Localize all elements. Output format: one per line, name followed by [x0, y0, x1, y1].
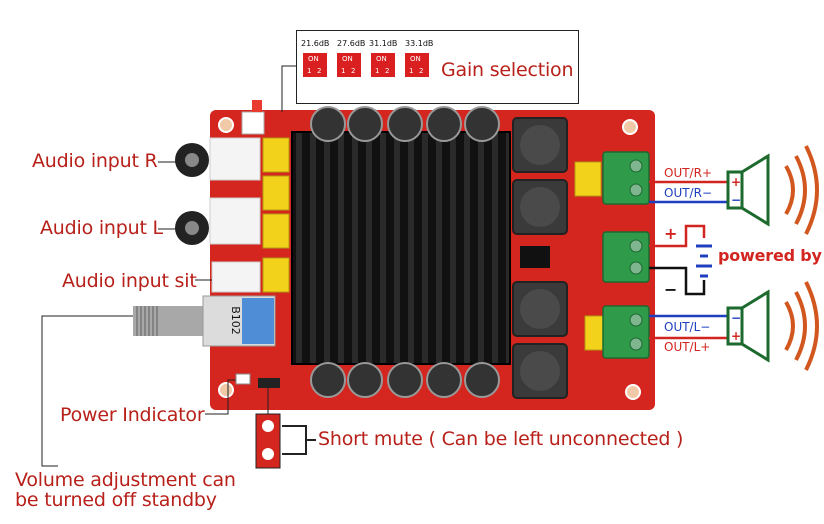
speaker-l-minus-mark: −	[731, 311, 742, 325]
potentiometer-label: B102	[228, 306, 242, 335]
speaker-r-plus-mark: +	[731, 175, 742, 189]
gain-selection-box: 21.6dB 27.6dB 31.1dB 33.1dB ON 1 2 ON 1 …	[296, 30, 579, 104]
mute-header-board	[258, 378, 280, 388]
capacitors-top	[310, 106, 500, 142]
label-audio-input-r: Audio input R	[32, 150, 158, 172]
mute-bracket	[282, 425, 307, 455]
speaker-right	[726, 145, 819, 235]
terminal-power	[602, 231, 650, 283]
label-short-mute: Short mute ( Can be left unconnected )	[318, 428, 684, 450]
diode	[520, 246, 550, 268]
label-power-indicator: Power Indicator	[60, 404, 205, 426]
terminal-out-r	[602, 151, 650, 205]
audio-input-connector	[211, 261, 261, 293]
gain-option-2: 31.1dB	[369, 39, 398, 48]
mount-hole	[218, 117, 234, 133]
label-powered-by: powered by	[718, 246, 822, 265]
gain-pointer-line	[281, 65, 296, 112]
battery-icon	[696, 244, 712, 278]
mount-hole	[218, 382, 234, 398]
label-gain-selection: Gain selection	[441, 59, 574, 81]
speaker-l-plus-mark: +	[731, 329, 742, 343]
label-out-r-minus: OUT/R−	[664, 186, 712, 200]
rca-jack-l	[175, 197, 261, 245]
mount-hole	[622, 119, 638, 135]
power-wire-negative	[649, 266, 706, 296]
dip-switch-2: ON 1 2	[371, 53, 395, 77]
capacitors-bottom	[310, 362, 500, 398]
pointer-power-indicator	[205, 379, 236, 415]
power-minus-mark: −	[664, 280, 678, 299]
power-wire-positive	[649, 224, 706, 248]
power-led	[235, 373, 251, 385]
gain-option-3: 33.1dB	[405, 39, 434, 48]
label-audio-input-sit: Audio input sit	[62, 270, 197, 292]
speaker-r-minus-mark: −	[731, 193, 742, 207]
label-out-l-plus: OUT/L+	[664, 340, 711, 354]
dip-switch-0: ON 1 2	[303, 53, 327, 77]
gain-option-0: 21.6dB	[301, 39, 330, 48]
dip-switch-1: ON 1 2	[337, 53, 361, 77]
label-out-r-plus: OUT/R+	[664, 166, 712, 180]
gain-option-1: 27.6dB	[337, 39, 366, 48]
power-plus-mark: +	[664, 224, 678, 243]
potentiometer	[133, 295, 276, 347]
mount-hole	[625, 384, 641, 400]
terminal-out-l	[602, 305, 650, 359]
rca-jack-r	[175, 137, 261, 181]
label-audio-input-l: Audio input L	[40, 217, 163, 239]
pointer-volume	[41, 315, 133, 467]
label-volume-line2: be turned off standby	[15, 489, 217, 511]
dip-switch-3: ON 1 2	[405, 53, 429, 77]
heatsink	[292, 132, 510, 364]
speaker-left	[726, 281, 819, 371]
label-volume-line1: Volume adjustment can	[15, 469, 236, 491]
label-out-l-minus: OUT/L−	[664, 320, 711, 334]
dip-switch-board	[241, 111, 265, 135]
